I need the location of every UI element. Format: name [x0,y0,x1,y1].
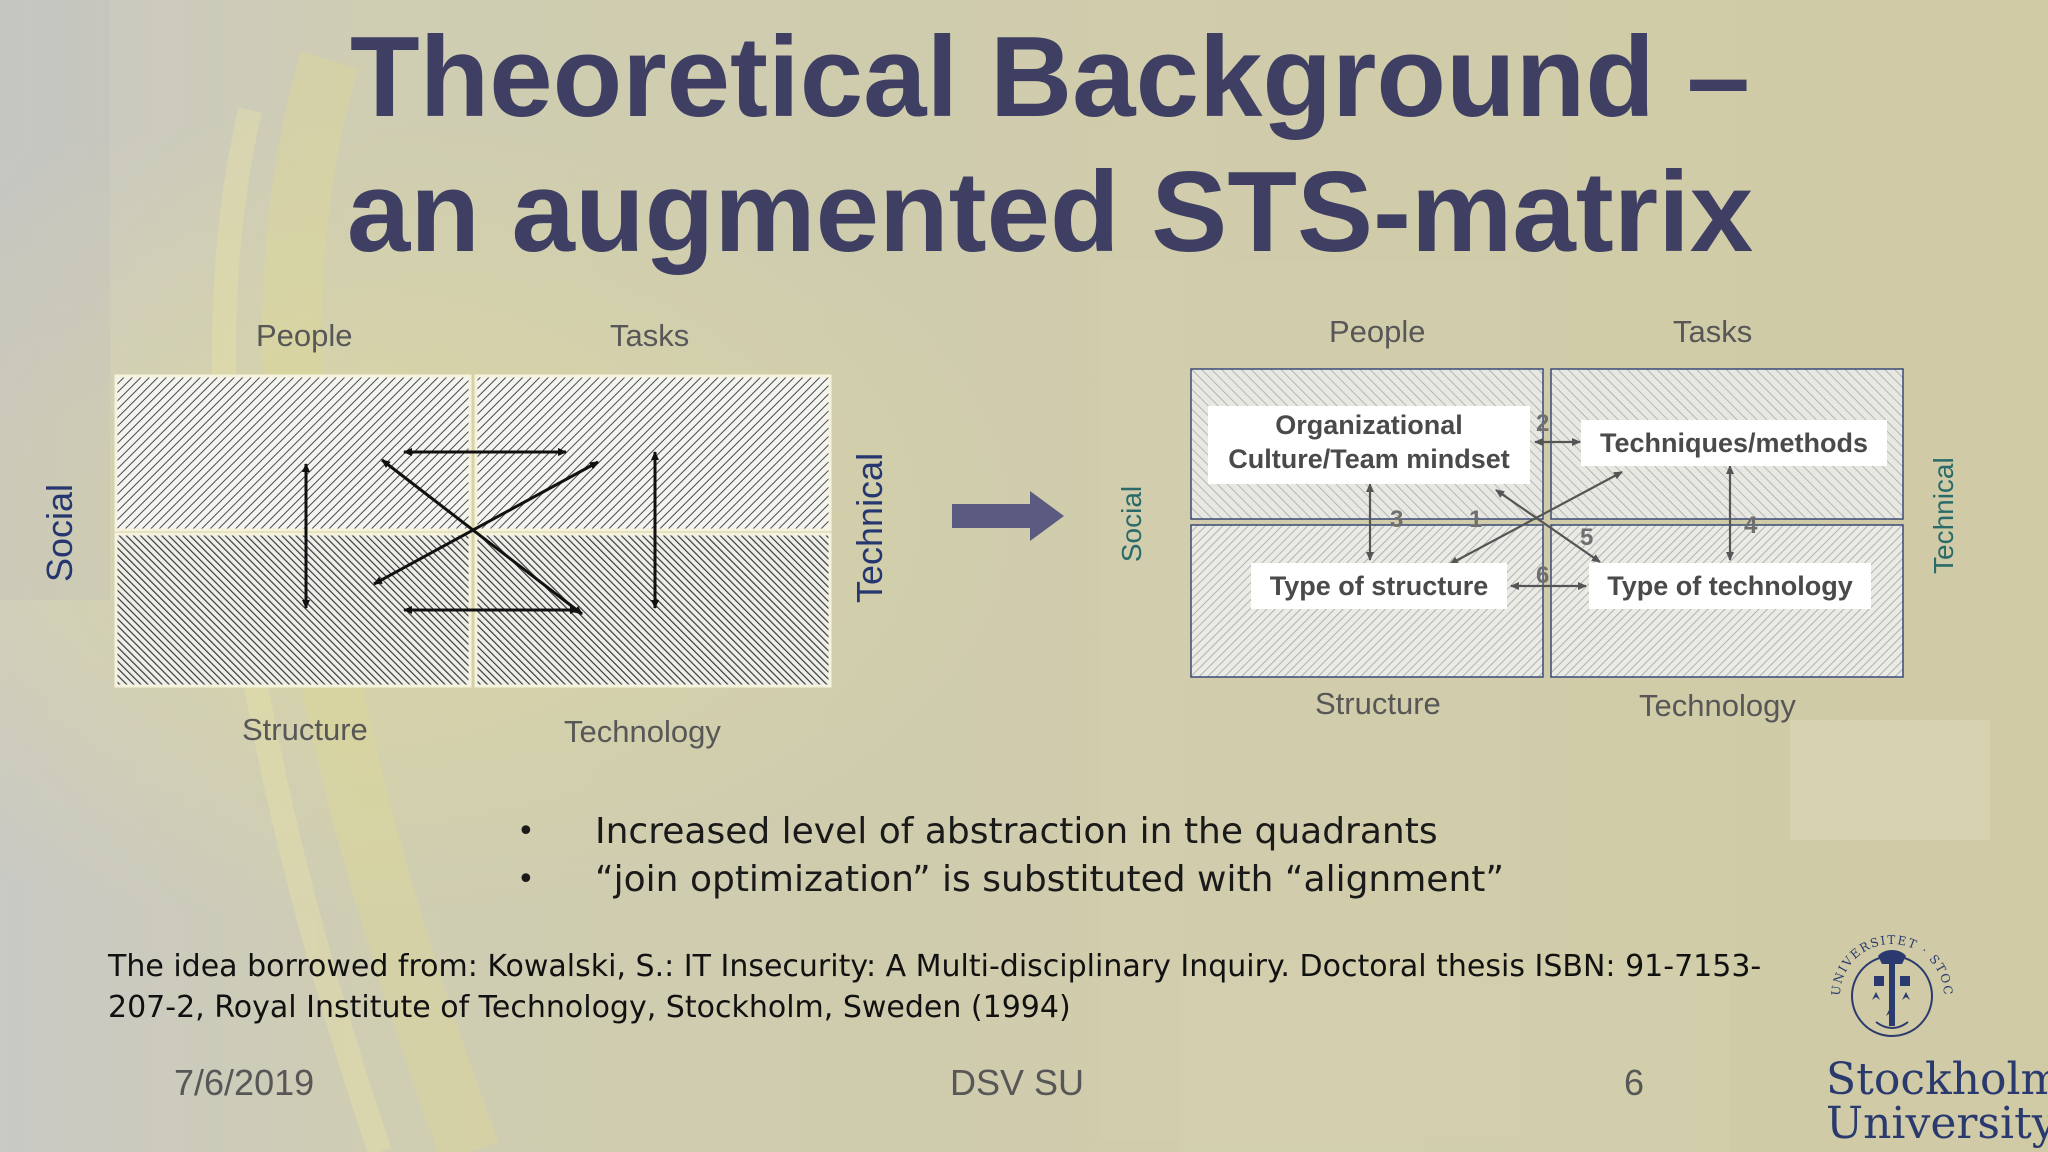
link-number-5: 5 [1580,524,1594,551]
university-seal-icon: UNIVERSITET · STOCKHOLMS [1826,930,1954,1037]
box-culture-line-1: Organizational [1275,410,1463,440]
box-organizational-culture: Organizational Culture/Team mindset [1208,406,1530,484]
right-label-technology: Technology [1639,688,1796,723]
slide-title: Theoretical Background – an augmented ST… [0,10,2048,280]
right-label-structure: Structure [1315,686,1441,721]
bullet-icon: • [517,814,535,849]
right-arrow-icon [952,491,1064,541]
right-label-people: People [1329,314,1426,349]
title-line-1: Theoretical Background – [349,14,1750,141]
reference-line-2: 207-2, Royal Institute of Technology, St… [108,990,1071,1025]
reference-line-1: The idea borrowed from: Kowalski, S.: IT… [108,949,1762,984]
link-number-6: 6 [1536,562,1550,589]
university-name-line-1: Stockholm [1826,1054,2048,1105]
reference-text: The idea borrowed from: Kowalski, S.: IT… [108,946,1808,1028]
box-type-of-structure: Type of structure [1251,563,1507,609]
right-matrix-arrows [1366,438,1734,590]
bullet-item-2: • “join optimization” is substituted with… [505,856,1504,904]
university-name-line-2: University [1826,1098,2048,1149]
left-matrix-arrows [302,448,659,616]
right-axis-social: Social [1116,485,1147,563]
footer-org: DSV SU [950,1062,1085,1103]
university-name: Stockholm University [1826,1058,2048,1146]
link-number-2: 2 [1536,410,1550,437]
bullet-icon: • [517,862,535,897]
box-culture-line-2: Culture/Team mindset [1228,444,1510,474]
footer-date: 7/6/2019 [174,1062,315,1103]
bullet-list: • Increased level of abstraction in the q… [505,808,1504,904]
left-label-structure: Structure [242,712,368,747]
box-type-of-technology: Type of technology [1589,563,1871,609]
bullet-text-2: “join optimization” is substituted with … [595,859,1505,900]
box-techniques-methods: Techniques/methods [1581,420,1887,466]
link-number-3: 3 [1390,506,1404,533]
left-label-tasks: Tasks [610,318,690,353]
footer-page-number: 6 [1624,1062,1645,1103]
right-label-tasks: Tasks [1673,314,1753,349]
link-number-4: 4 [1744,512,1758,539]
right-axis-technical: Technical [1928,457,1959,574]
left-label-technology: Technology [564,714,721,749]
bullet-text-1: Increased level of abstraction in the qu… [595,811,1438,852]
title-line-2: an augmented STS-matrix [346,149,1754,276]
left-label-people: People [256,318,353,353]
link-number-1: 1 [1469,506,1483,533]
bullet-item-1: • Increased level of abstraction in the q… [505,808,1504,856]
